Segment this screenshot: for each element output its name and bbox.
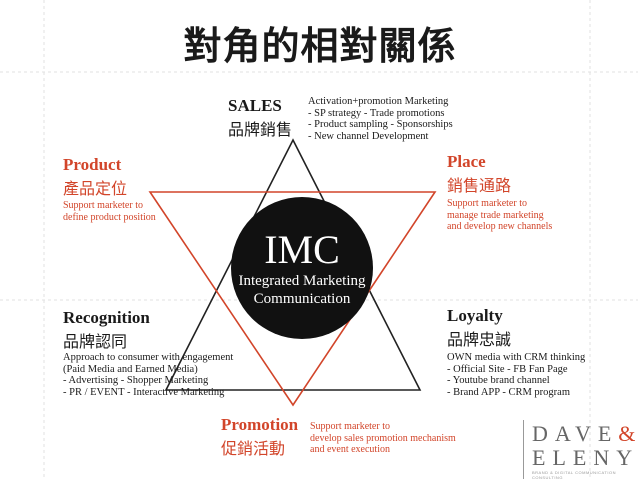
recognition-en: Recognition [63, 308, 150, 327]
list-item: OWN media with CRM thinking [447, 352, 586, 363]
page-title: 對角的相對關係 [160, 22, 480, 70]
sales-zh: 品牌銷售 [228, 120, 293, 139]
sales-list: Activation+promotion Marketing - SP stra… [308, 96, 453, 142]
recognition-list: Approach to consumer with engagement (Pa… [63, 352, 233, 398]
dave-eleny-logo: DAVE& ELENY BRAND & DIGITAL COMMUNICATIO… [523, 420, 638, 480]
sales-en: SALES [228, 96, 282, 115]
product-note: Support marketer to define product posit… [63, 200, 156, 223]
loyalty-heading: Loyalty 品牌忠誠 [447, 306, 511, 351]
logo-line2: ELENY [532, 445, 638, 470]
logo-line1: DAVE& [532, 421, 635, 446]
list-item: Approach to consumer with engagement [63, 352, 234, 363]
place-en: Place [447, 152, 486, 171]
place-heading: Place 銷售通路 [447, 152, 511, 197]
list-item: (Paid Media and Earned Media) [63, 363, 198, 375]
promotion-en: Promotion [221, 415, 299, 434]
imc-subtitle-line2: Communication [253, 291, 351, 307]
list-item: - Product sampling - Sponsorships [308, 119, 453, 130]
product-heading: Product 產品定位 [63, 155, 127, 200]
list-item: - Brand APP - CRM program [447, 386, 570, 398]
loyalty-list: OWN media with CRM thinking - Official S… [447, 352, 585, 398]
list-item: - Youtube brand channel [447, 375, 550, 386]
promotion-heading: Promotion 促銷活動 [221, 415, 298, 460]
recognition-zh: 品牌認同 [63, 332, 128, 351]
imc-center: IMC Integrated Marketing Communication [231, 228, 373, 308]
sales-heading: SALES 品牌銷售 [228, 96, 292, 141]
product-en: Product [63, 155, 122, 174]
list-item: - Advertising - Shopper Marketing [63, 375, 209, 386]
recognition-heading: Recognition 品牌認同 [63, 308, 150, 353]
list-item: - New channel Development [308, 130, 429, 142]
list-item: - Official Site - FB Fan Page [447, 363, 568, 375]
loyalty-zh: 品牌忠誠 [447, 330, 512, 349]
imc-title: IMC [264, 227, 340, 272]
promotion-zh: 促銷活動 [221, 439, 286, 458]
place-zh: 銷售通路 [447, 176, 512, 195]
list-item: Activation+promotion Marketing [308, 96, 449, 107]
product-zh: 產品定位 [63, 179, 128, 198]
imc-subtitle-line1: Integrated Marketing [238, 273, 366, 289]
imc-circle [231, 197, 373, 339]
loyalty-en: Loyalty [447, 306, 503, 325]
logo-tagline: BRAND & DIGITAL COMMUNICATION CONSULTING [532, 470, 616, 480]
place-note: Support marketer to manage trade marketi… [447, 198, 553, 232]
list-item: - SP strategy - Trade promotions [308, 107, 445, 119]
promotion-note: Support marketer to develop sales promot… [310, 421, 456, 455]
list-item: - PR / EVENT - Interactive Marketing [63, 386, 225, 398]
